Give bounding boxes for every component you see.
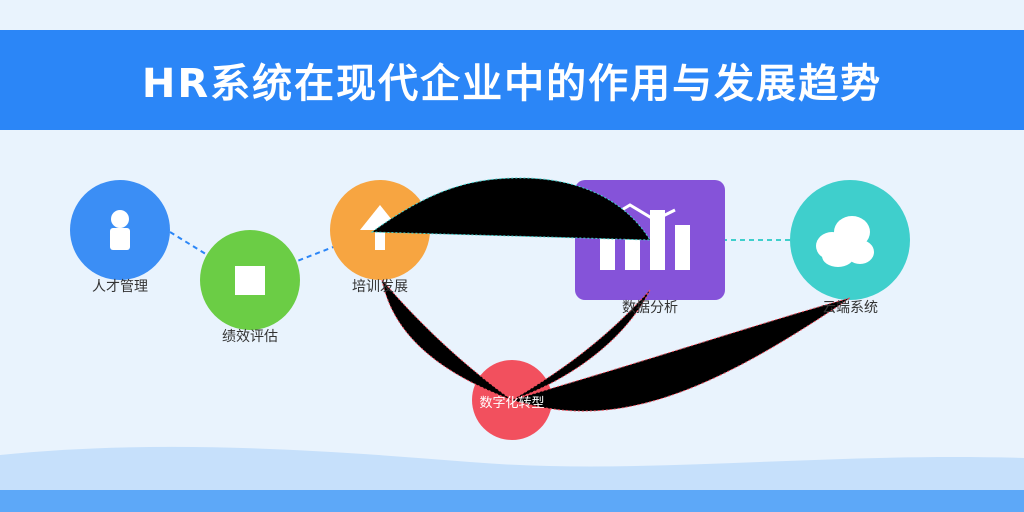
node-label-performance: 绩效评估 bbox=[222, 329, 278, 345]
cloud-icon bbox=[816, 216, 874, 267]
node-label-talent: 人才管理 bbox=[92, 279, 148, 295]
wedge-connectors bbox=[370, 177, 851, 412]
node-label-cloud: 云端系统 bbox=[822, 300, 878, 316]
node-label-analytics: 数据分析 bbox=[622, 300, 678, 316]
node-label-digital: 数字化转型 bbox=[479, 396, 545, 411]
document-icon bbox=[235, 266, 265, 295]
wedge-training-analytics bbox=[370, 177, 651, 241]
node-label-training: 培训发展 bbox=[352, 279, 408, 295]
person-icon bbox=[110, 210, 130, 250]
bar-chart-icon bbox=[600, 203, 690, 270]
bottom-bar bbox=[0, 490, 1024, 512]
title-banner: HR系统在现代企业中的作用与发展趋势 bbox=[0, 30, 1024, 130]
page-title: HR系统在现代企业中的作用与发展趋势 bbox=[141, 61, 883, 107]
wedge-cloud-digital bbox=[510, 297, 851, 412]
